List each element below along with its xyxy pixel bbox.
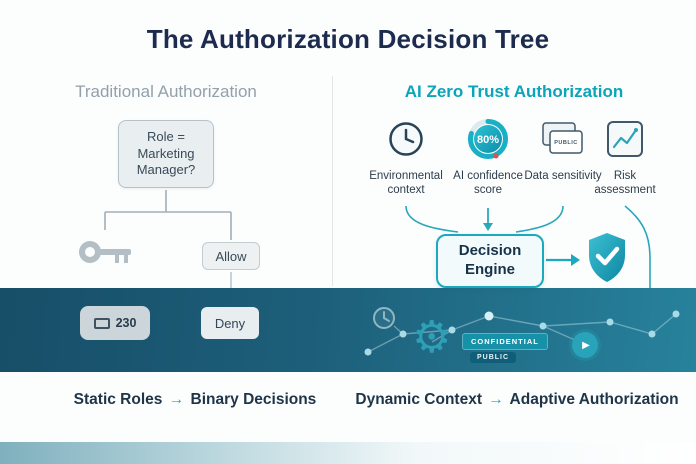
network-graph	[364, 307, 680, 356]
input-label: Risk assessment	[594, 170, 656, 196]
left-footer-prefix: Static Roles	[73, 391, 163, 408]
input-data-sensitivity: PUBLIC Data sensitivity	[523, 114, 603, 184]
right-footer-prefix: Dynamic Context	[355, 391, 482, 408]
data-card-tag: PUBLIC	[554, 140, 577, 146]
arrow-glyph: →	[488, 391, 504, 408]
right-footer: Dynamic Context → Adaptive Authorization	[352, 391, 682, 409]
gauge-value: 80%	[477, 134, 499, 146]
arrow-glyph: →	[168, 391, 185, 408]
clock-icon	[387, 114, 425, 164]
decision-engine-node: Decision Engine	[436, 234, 544, 288]
gear-icon: ⚙	[412, 313, 452, 362]
role-condition-node: Role = Marketing Manager?	[118, 120, 214, 188]
credential-badge: 230	[80, 306, 150, 340]
bottom-gradient-strip	[0, 442, 696, 464]
data-cards-icon: PUBLIC	[540, 114, 586, 164]
allow-node: Allow	[202, 242, 260, 270]
play-glyph: ▶	[582, 339, 590, 351]
page-title: The Authorization Decision Tree	[146, 24, 550, 54]
input-label: Environmental context	[369, 170, 443, 196]
left-footer-suffix: Binary Decisions	[190, 391, 317, 408]
public-tag: PUBLIC	[470, 352, 517, 363]
input-ai-confidence: 80% AI confidence score	[448, 114, 528, 198]
card-icon	[93, 317, 110, 329]
badge-value: 230	[115, 316, 137, 330]
input-risk-assessment: Risk assessment	[587, 114, 663, 198]
ai-zero-trust-heading: AI Zero Trust Authorization	[404, 82, 624, 101]
small-clock-icon	[373, 307, 395, 329]
key-icon	[79, 241, 131, 263]
role-condition-label: Role = Marketing Manager?	[136, 128, 196, 178]
confidence-gauge-icon: 80%	[465, 114, 511, 164]
risk-chart-icon	[606, 114, 644, 164]
shield-check-icon	[589, 233, 625, 282]
deny-node: Deny	[201, 307, 259, 339]
confidential-tag: CONFIDENTIAL	[462, 333, 548, 350]
input-label: AI confidence score	[453, 170, 523, 196]
input-environmental-context: Environmental context	[364, 114, 448, 198]
play-icon: ▶	[572, 332, 598, 358]
input-label: Data sensitivity	[524, 170, 602, 182]
section-divider	[332, 76, 333, 286]
right-footer-suffix: Adaptive Authorization	[509, 391, 679, 408]
left-footer: Static Roles → Binary Decisions	[40, 391, 350, 409]
traditional-authorization-heading: Traditional Authorization	[75, 82, 257, 101]
